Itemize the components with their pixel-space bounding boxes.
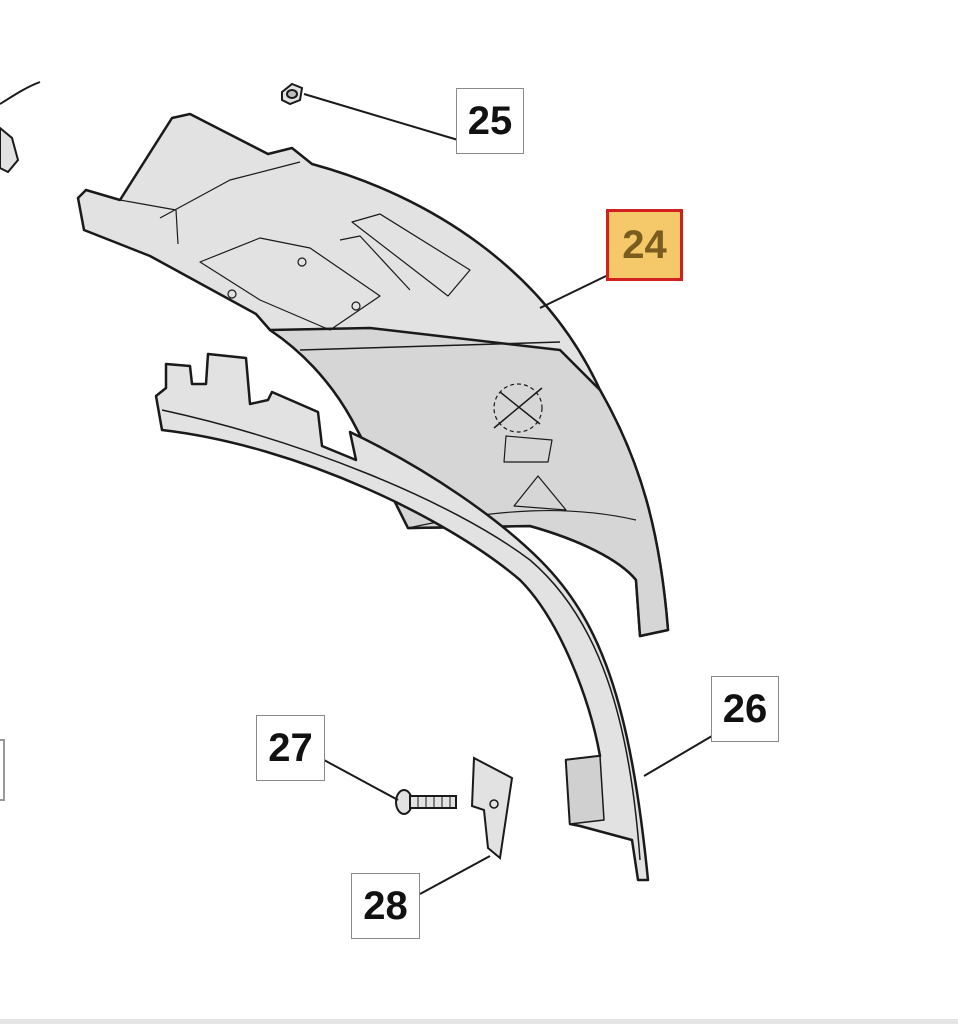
part-25-nut[interactable]: [281, 82, 304, 106]
callout-24-highlighted[interactable]: 24: [606, 209, 683, 281]
callout-25[interactable]: 25: [456, 88, 524, 154]
callout-28[interactable]: 28: [351, 873, 420, 939]
bottom-divider: [0, 1019, 958, 1024]
callout-26[interactable]: 26: [711, 676, 779, 742]
leader-lines: [303, 93, 713, 895]
leader-26: [643, 735, 713, 777]
part-26-guard[interactable]: [154, 352, 650, 882]
callout-27[interactable]: 27: [256, 715, 325, 781]
adjacent-part-fragment: [0, 81, 41, 801]
part-27-screw[interactable]: [395, 789, 457, 815]
leader-25: [303, 93, 459, 141]
part-24-cover[interactable]: [76, 112, 670, 638]
leader-28: [419, 855, 491, 895]
part-28-clip[interactable]: [470, 756, 514, 860]
leader-24: [539, 275, 607, 309]
leader-27: [323, 759, 399, 801]
